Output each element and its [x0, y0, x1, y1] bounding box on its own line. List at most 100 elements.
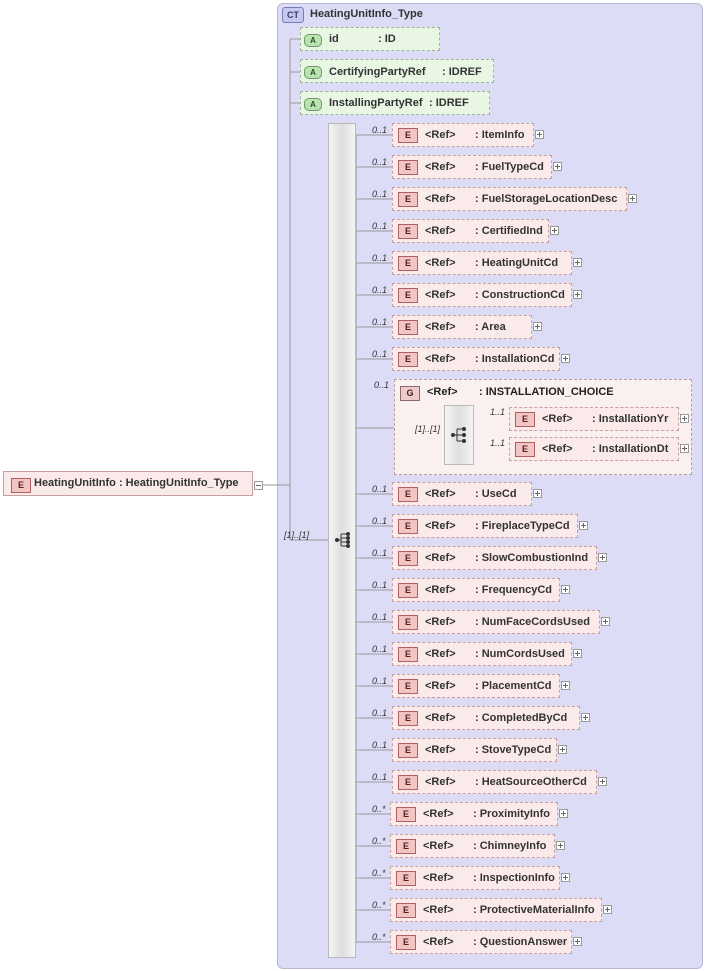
- element-badge: E: [396, 935, 416, 950]
- element-chimneyinfo[interactable]: E<Ref>: ChimneyInfo: [390, 834, 555, 858]
- collapse-toggle-icon[interactable]: [254, 481, 263, 490]
- expand-toggle-icon[interactable]: [533, 322, 542, 331]
- element-name: : UseCd: [475, 488, 517, 500]
- group-name: : INSTALLATION_CHOICE: [479, 386, 614, 398]
- element-badge: E: [398, 128, 418, 143]
- attribute-id-name: id: [329, 33, 339, 45]
- element-occurrence: 0..*: [372, 900, 386, 910]
- element-badge: E: [398, 743, 418, 758]
- element-ref-label: <Ref>: [423, 840, 454, 852]
- root-element-heatingunitinfo[interactable]: E HeatingUnitInfo : HeatingUnitInfo_Type: [3, 471, 253, 496]
- element-fireplacetypecd[interactable]: E<Ref>: FireplaceTypeCd: [392, 514, 578, 538]
- element-area[interactable]: E<Ref>: Area: [392, 315, 532, 339]
- element-placementcd[interactable]: E<Ref>: PlacementCd: [392, 674, 560, 698]
- element-occurrence: 0..*: [372, 868, 386, 878]
- element-name: : HeatingUnitCd: [475, 257, 559, 269]
- expand-toggle-icon[interactable]: [573, 258, 582, 267]
- element-installationdt[interactable]: E <Ref> : InstallationDt: [509, 437, 679, 461]
- expand-toggle-icon[interactable]: [601, 617, 610, 626]
- expand-toggle-icon[interactable]: [573, 937, 582, 946]
- element-ref-label: <Ref>: [423, 808, 454, 820]
- element-stovetypecd[interactable]: E<Ref>: StoveTypeCd: [392, 738, 557, 762]
- attribute-id-type: : ID: [378, 33, 396, 45]
- element-completedbycd[interactable]: E<Ref>: CompletedByCd: [392, 706, 580, 730]
- element-ref-label: <Ref>: [425, 129, 456, 141]
- element-occurrence: 0..1: [372, 253, 388, 263]
- element-frequencycd[interactable]: E<Ref>: FrequencyCd: [392, 578, 560, 602]
- element-fueltypecd[interactable]: E<Ref>: FuelTypeCd: [392, 155, 552, 179]
- expand-toggle-icon[interactable]: [556, 841, 565, 850]
- element-badge: E: [398, 615, 418, 630]
- expand-toggle-icon[interactable]: [573, 649, 582, 658]
- element-badge: E: [398, 551, 418, 566]
- sequence-compositor[interactable]: [328, 123, 356, 958]
- expand-toggle-icon[interactable]: [561, 585, 570, 594]
- expand-toggle-icon[interactable]: [598, 553, 607, 562]
- element-certifiedind[interactable]: E<Ref>: CertifiedInd: [392, 219, 549, 243]
- expand-toggle-icon[interactable]: [579, 521, 588, 530]
- element-proximityinfo[interactable]: E<Ref>: ProximityInfo: [390, 802, 558, 826]
- element-constructioncd[interactable]: E<Ref>: ConstructionCd: [392, 283, 572, 307]
- element-badge: E: [398, 647, 418, 662]
- element-badge: E: [398, 711, 418, 726]
- group-badge: G: [400, 386, 420, 401]
- expand-toggle-icon[interactable]: [573, 290, 582, 299]
- element-ref-label: <Ref>: [425, 648, 456, 660]
- element-occurrence: 0..1: [372, 516, 388, 526]
- attribute-certifyingpartyref-type: : IDREF: [442, 66, 482, 78]
- expand-toggle-icon[interactable]: [561, 681, 570, 690]
- expand-toggle-icon[interactable]: [550, 226, 559, 235]
- element-name: : ProtectiveMaterialInfo: [473, 904, 595, 916]
- element-slowcombustionind[interactable]: E<Ref>: SlowCombustionInd: [392, 546, 597, 570]
- element-questionanswer[interactable]: E<Ref>: QuestionAnswer: [390, 930, 572, 954]
- element-inspectioninfo[interactable]: E<Ref>: InspectionInfo: [390, 866, 560, 890]
- element-heatsourceothercd[interactable]: E<Ref>: HeatSourceOtherCd: [392, 770, 597, 794]
- element-protectivematerialinfo[interactable]: E<Ref>: ProtectiveMaterialInfo: [390, 898, 602, 922]
- element-badge: E: [398, 487, 418, 502]
- element-ref-label: <Ref>: [425, 520, 456, 532]
- expand-toggle-icon[interactable]: [680, 414, 689, 423]
- attribute-badge: A: [304, 34, 322, 47]
- element-badge: E: [398, 224, 418, 239]
- element-name: : FuelStorageLocationDesc: [475, 193, 618, 205]
- choice-item-occurrence: 1..1: [490, 407, 506, 417]
- expand-toggle-icon[interactable]: [533, 489, 542, 498]
- element-usecd[interactable]: E<Ref>: UseCd: [392, 482, 532, 506]
- element-name: : NumFaceCordsUsed: [475, 616, 590, 628]
- expand-toggle-icon[interactable]: [603, 905, 612, 914]
- element-numcordsused[interactable]: E<Ref>: NumCordsUsed: [392, 642, 572, 666]
- expand-toggle-icon[interactable]: [535, 130, 544, 139]
- element-ref-label: <Ref>: [425, 289, 456, 301]
- element-badge: E: [11, 478, 31, 493]
- element-ref-label: <Ref>: [542, 443, 573, 455]
- element-heatingunitcd[interactable]: E<Ref>: HeatingUnitCd: [392, 251, 572, 275]
- element-installationcd[interactable]: E<Ref>: InstallationCd: [392, 347, 560, 371]
- element-ref-label: <Ref>: [425, 353, 456, 365]
- element-installationyr[interactable]: E <Ref> : InstallationYr: [509, 407, 679, 431]
- expand-toggle-icon[interactable]: [598, 777, 607, 786]
- element-badge: E: [398, 160, 418, 175]
- attribute-installingpartyref[interactable]: [300, 91, 490, 115]
- element-iteminfo[interactable]: E<Ref>: ItemInfo: [392, 123, 534, 147]
- attribute-certifyingpartyref[interactable]: [300, 59, 494, 83]
- element-occurrence: 0..1: [372, 612, 388, 622]
- element-fuelstoragelocationdesc[interactable]: E<Ref>: FuelStorageLocationDesc: [392, 187, 627, 211]
- expand-toggle-icon[interactable]: [558, 745, 567, 754]
- element-badge: E: [398, 583, 418, 598]
- expand-toggle-icon[interactable]: [628, 194, 637, 203]
- element-name: : SlowCombustionInd: [475, 552, 589, 564]
- expand-toggle-icon[interactable]: [581, 713, 590, 722]
- element-numfacecordsused[interactable]: E<Ref>: NumFaceCordsUsed: [392, 610, 600, 634]
- group-occurrence: 0..1: [374, 380, 390, 390]
- expand-toggle-icon[interactable]: [553, 162, 562, 171]
- attribute-id[interactable]: [300, 27, 440, 51]
- expand-toggle-icon[interactable]: [561, 354, 570, 363]
- expand-toggle-icon[interactable]: [561, 873, 570, 882]
- expand-toggle-icon[interactable]: [680, 444, 689, 453]
- root-element-type: : HeatingUnitInfo_Type: [118, 477, 239, 489]
- element-badge: E: [398, 288, 418, 303]
- expand-toggle-icon[interactable]: [559, 809, 568, 818]
- element-occurrence: 0..1: [372, 125, 388, 135]
- element-badge: E: [396, 871, 416, 886]
- element-occurrence: 0..1: [372, 676, 388, 686]
